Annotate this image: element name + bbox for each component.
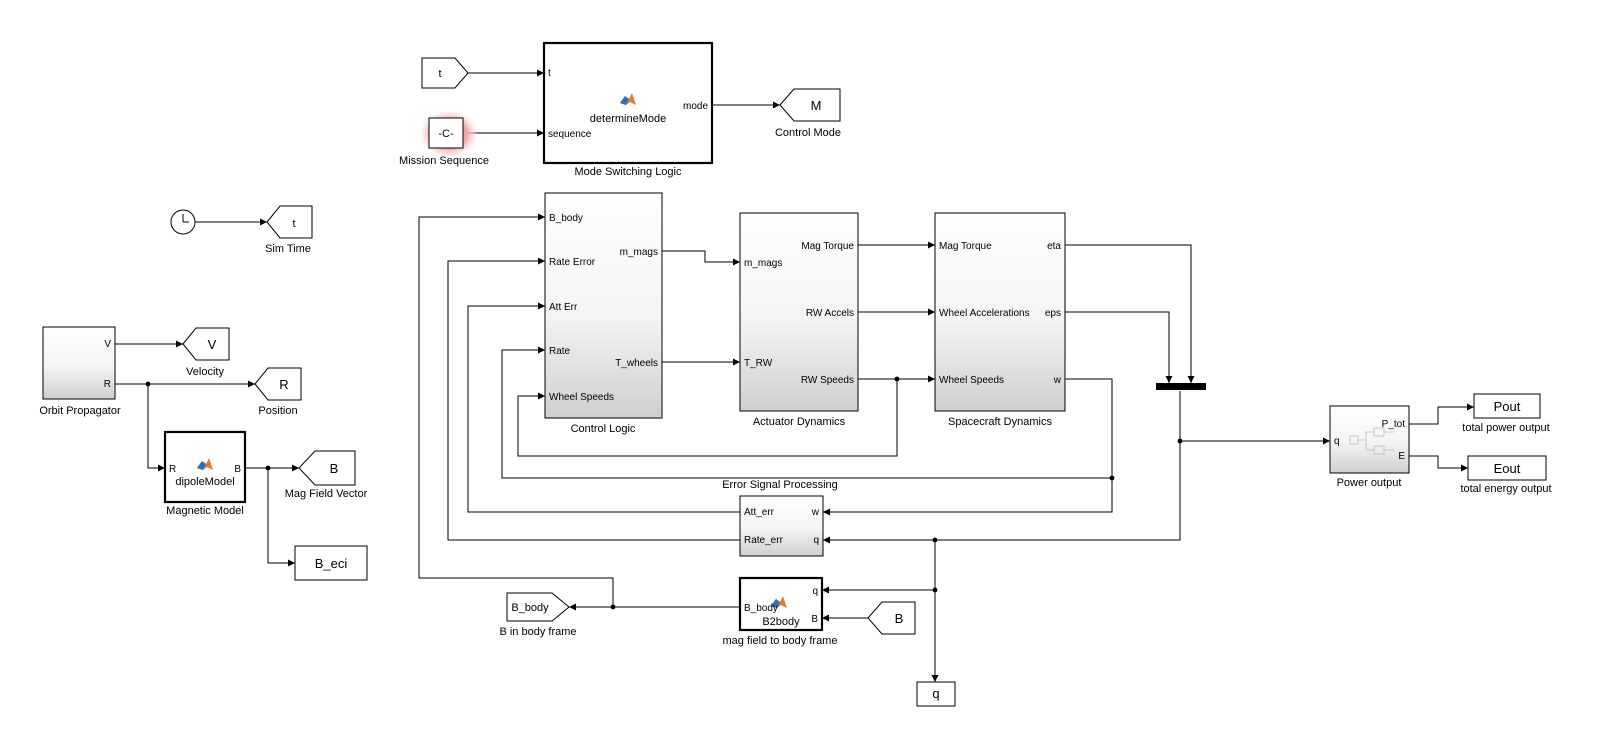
port-label: T_RW [744,358,773,369]
svg-text:-C-: -C- [438,128,454,140]
port-label: q [813,535,819,546]
block-label: mag field to body frame [723,635,838,647]
block-label: Actuator Dynamics [753,416,846,428]
port-label: Att_err [744,507,775,518]
port-label: Rate_err [744,535,784,546]
port-label: w [1053,375,1062,386]
goto-sim-time[interactable]: t Sim Time [265,205,313,255]
block-label: Mission Sequence [399,155,489,167]
svg-text:R: R [279,377,288,392]
port-label: q [1334,436,1340,447]
port-label: Wheel Speeds [939,375,1004,386]
mission-sequence-constant[interactable]: -C- Mission Sequence [399,112,489,167]
port-label: sequence [548,129,592,140]
block-label: Control Mode [775,127,841,139]
block-label: Error Signal Processing [722,479,838,491]
port-label: m_mags [620,247,658,258]
port-label: RW Accels [806,308,854,319]
from-tag-b[interactable]: B [867,601,916,635]
outport-q[interactable]: q [916,681,956,707]
port-label: Rate [549,346,571,357]
control-logic-block[interactable]: B_body Rate Error Att Err Rate Wheel Spe… [544,192,663,435]
port-label: mode [683,101,708,112]
svg-text:B_body: B_body [511,602,549,614]
spacecraft-dynamics-block[interactable]: Mag Torque Wheel Accelerations Wheel Spe… [934,212,1066,428]
subsystem-preview-icon [1349,427,1394,455]
block-label: Mode Switching Logic [574,166,682,178]
goto-control-mode[interactable]: M Control Mode [775,88,841,139]
port-label: E [1398,451,1405,462]
actuator-dynamics-block[interactable]: m_mags T_RW Mag Torque RW Accels RW Spee… [739,212,859,428]
port-label: V [104,339,111,350]
block-label: Position [258,405,297,417]
svg-text:t: t [292,218,295,230]
block-label: total power output [1462,422,1549,434]
svg-text:Eout: Eout [1494,461,1521,476]
svg-text:B: B [330,461,339,476]
magnetic-model-block[interactable]: dipoleModel R B Magnetic Model [163,430,247,517]
svg-text:t: t [438,68,441,80]
port-label: m_mags [744,258,782,269]
port-label: R [104,379,111,390]
block-label: Magnetic Model [166,505,244,517]
port-label: P_tot [1382,419,1406,430]
block-label: Power output [1337,477,1402,489]
port-label: q [812,586,818,597]
block-label: Spacecraft Dynamics [948,416,1052,428]
from-tag-t[interactable]: t [421,57,469,89]
function-name: determineMode [590,113,666,125]
block-label: B in body frame [499,626,576,638]
mode-switching-logic-block[interactable]: determineMode t sequence mode Mode Switc… [542,41,714,178]
port-label: T_wheels [615,358,658,369]
block-label: Control Logic [571,423,636,435]
block-label: Sim Time [265,243,311,255]
port-label: R [169,464,176,475]
outport-pout[interactable]: Pout total power output [1462,393,1550,434]
svg-text:B_eci: B_eci [315,556,348,571]
svg-text:q: q [932,686,939,701]
block-label: Mag Field Vector [285,488,368,500]
goto-velocity[interactable]: V Velocity [182,327,230,378]
port-label: Att Err [549,302,578,313]
port-label: eps [1045,308,1061,319]
port-label: Wheel Accelerations [939,308,1030,319]
svg-text:Pout: Pout [1494,399,1521,414]
goto-position[interactable]: R Position [254,367,302,417]
error-signal-processing-block[interactable]: Error Signal Processing Att_err Rate_err… [722,479,838,557]
svg-text:M: M [811,98,822,113]
outport-eout[interactable]: Eout total energy output [1460,455,1552,495]
block-label: Velocity [186,366,224,378]
function-name: B2body [762,616,800,628]
port-label: B_body [744,603,778,614]
block-label: Orbit Propagator [39,405,121,417]
mux-block[interactable] [1156,383,1206,390]
power-output-block[interactable]: q P_tot E Power output [1329,405,1410,489]
clock-block[interactable] [170,209,196,235]
outport-b-eci[interactable]: B_eci [294,545,368,581]
function-name: dipoleModel [175,476,234,488]
goto-mag-field-vector[interactable]: B Mag Field Vector [285,450,368,500]
port-label: Wheel Speeds [549,392,614,403]
port-label: t [548,68,551,79]
orbit-propagator-block[interactable]: V R Orbit Propagator [39,326,121,417]
port-label: w [811,507,820,518]
block-label: total energy output [1460,483,1551,495]
port-label: eta [1047,241,1061,252]
port-label: Mag Torque [801,241,854,252]
svg-text:B: B [895,611,904,626]
port-label: RW Speeds [801,375,854,386]
mag-field-to-body-frame-block[interactable]: B_body B2body q B mag field to body fram… [723,576,838,647]
goto-b-in-body-frame[interactable]: B_body B in body frame [499,592,577,638]
port-label: Mag Torque [939,241,992,252]
svg-text:V: V [208,337,217,352]
port-label: B [234,464,241,475]
port-label: B [811,614,818,625]
signal-lines [115,69,1474,682]
port-label: B_body [549,213,583,224]
port-label: Rate Error [549,257,596,268]
